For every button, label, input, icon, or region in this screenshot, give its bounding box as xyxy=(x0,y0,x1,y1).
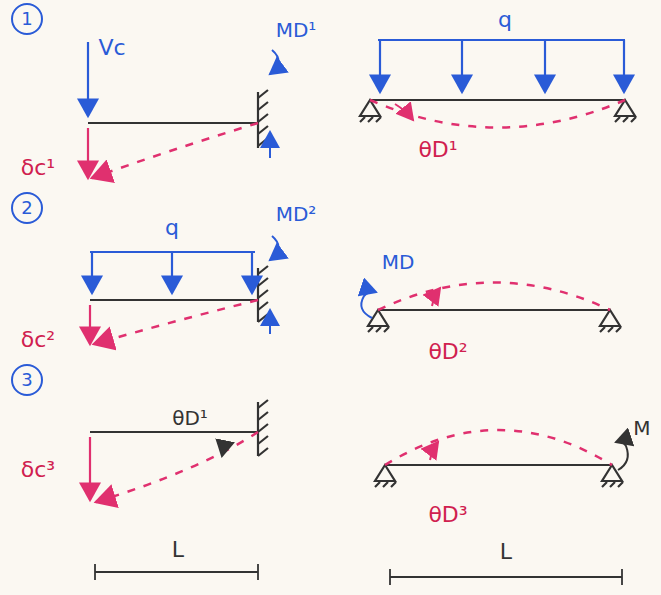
symbol-label: Vc xyxy=(98,37,125,59)
symbol-label: MD² xyxy=(276,204,317,224)
symbol-label: θD¹ xyxy=(172,408,208,428)
symbol-label: MD xyxy=(382,252,415,272)
symbol-label: MD¹ xyxy=(276,20,317,40)
callout-number: 3 xyxy=(21,371,32,389)
symbol-label: δc¹ xyxy=(21,157,55,179)
symbol-label: θD² xyxy=(428,341,467,363)
symbol-label: θD¹ xyxy=(418,139,457,161)
callout-number: 2 xyxy=(21,199,32,217)
symbol-label: L xyxy=(500,541,512,563)
symbol-label: θD³ xyxy=(428,504,467,526)
symbol-label: M xyxy=(633,418,650,438)
symbol-label: L xyxy=(172,539,184,561)
symbol-label: q xyxy=(165,217,179,239)
callout-number: 1 xyxy=(21,10,32,28)
symbol-label: q xyxy=(498,9,512,31)
symbol-label: δc² xyxy=(21,329,55,351)
symbol-label: δc³ xyxy=(21,459,55,481)
